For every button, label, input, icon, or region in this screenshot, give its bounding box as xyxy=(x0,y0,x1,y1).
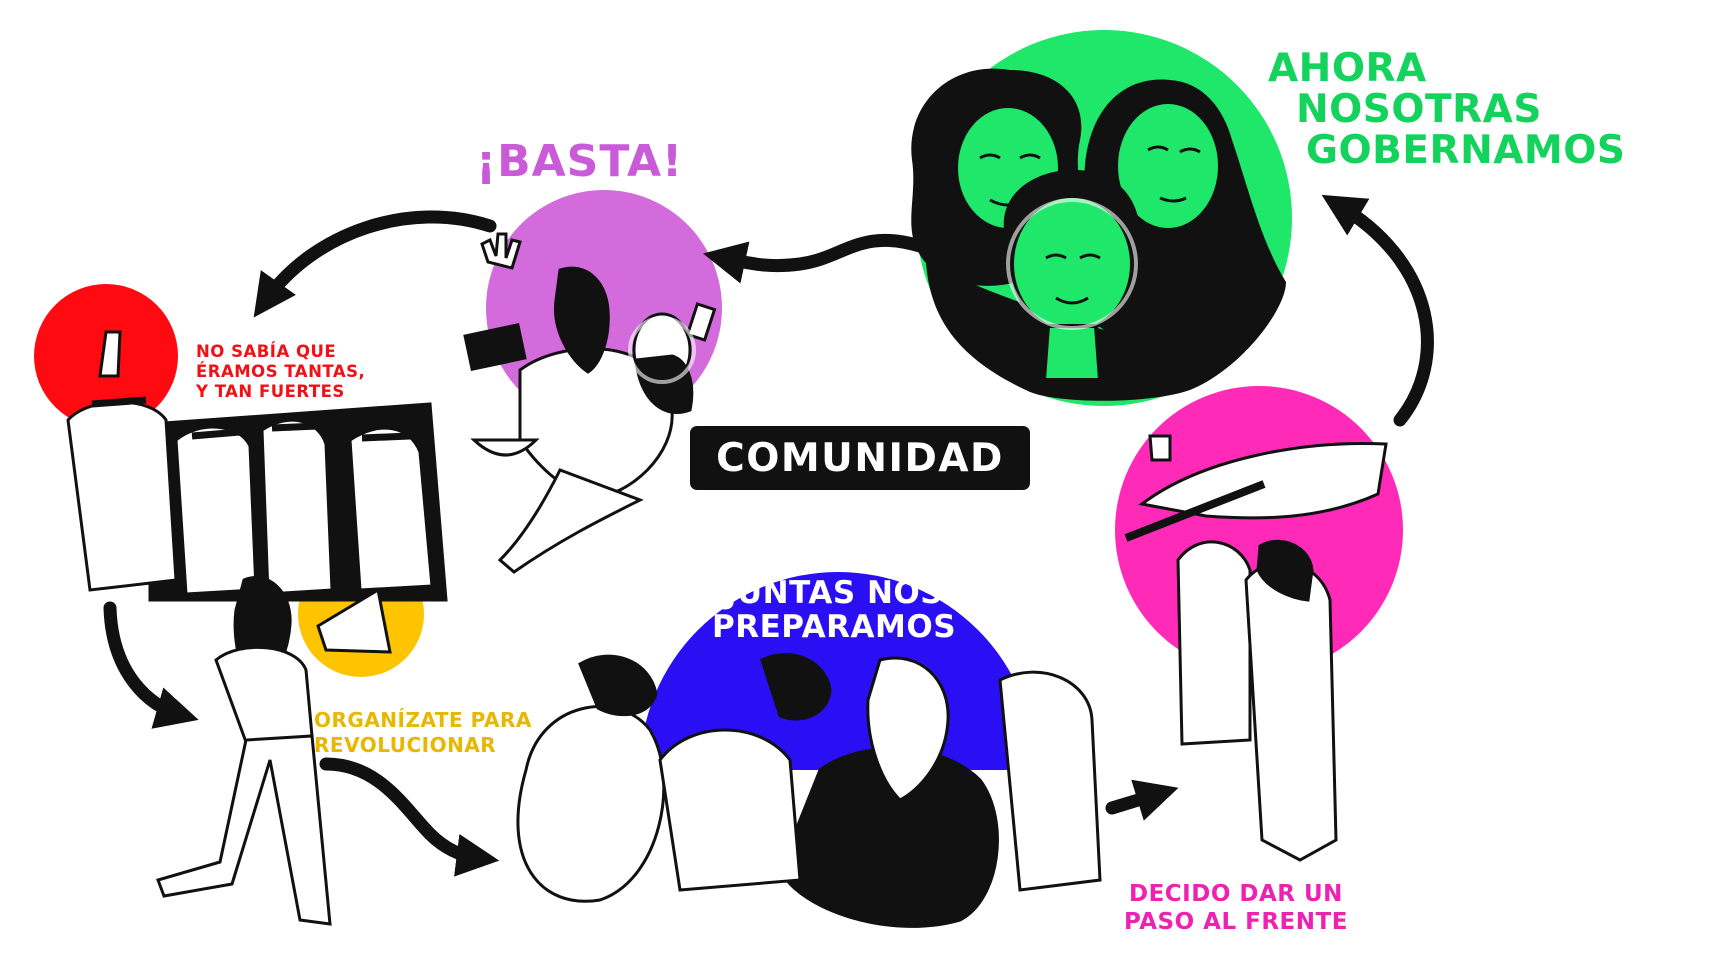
three-women-portrait xyxy=(911,68,1286,401)
arrow-organizate-to-juntas xyxy=(319,757,500,877)
label-juntas-line-1: JUNTAS NOS xyxy=(724,575,944,611)
phone-icon xyxy=(685,302,717,342)
sitting-group-illustration xyxy=(516,653,1102,928)
megaphone-icon xyxy=(316,587,392,654)
illustration-outlines xyxy=(628,198,1138,384)
label-juntas-line-2: PREPARAMOS xyxy=(712,609,957,645)
crowd-figure-2 xyxy=(174,425,258,596)
label-basta: ¡BASTA! xyxy=(476,140,683,184)
walking-woman-legs xyxy=(156,734,332,926)
facial-features xyxy=(979,145,1201,305)
cooking-pot-icon xyxy=(470,438,540,457)
walking-woman-torso xyxy=(214,645,314,744)
flag-cloth xyxy=(1138,442,1388,520)
basta-hair xyxy=(553,266,610,374)
label-gobernamos-line-1: AHORA xyxy=(1268,46,1427,91)
sitting-woman-center-hair xyxy=(866,656,950,802)
label-organizate-line-2: REVOLUCIONAR xyxy=(314,733,497,757)
label-nosabia-line-1: NO SABÍA QUE xyxy=(196,342,337,361)
sitting-woman-middle xyxy=(658,728,802,892)
laptop-icon xyxy=(463,322,527,372)
protest-crowd-illustration xyxy=(66,330,448,602)
raised-fist-icon xyxy=(98,330,122,378)
raised-fist-decido-icon xyxy=(1148,434,1172,462)
flag-protest-illustration xyxy=(1124,434,1388,862)
arrow-basta-to-nosabia xyxy=(253,210,497,318)
sitting-woman-left xyxy=(516,705,666,903)
crowd-figure-3 xyxy=(260,418,334,596)
neck-center-girl xyxy=(1041,324,1103,382)
sitting-woman-left-hair xyxy=(578,654,658,717)
label-nosabia-line-3: Y TAN FUERTES xyxy=(196,382,345,401)
label-organizate-line-1: ORGANÍZATE PARA xyxy=(314,708,532,732)
comunidad-label: COMUNIDAD xyxy=(716,435,1004,481)
arrow-decido-to-gobernamos xyxy=(1321,194,1434,427)
basta-baby-clothes xyxy=(634,354,694,414)
torso-group xyxy=(926,262,1286,401)
headband-line xyxy=(91,396,411,442)
comunidad-badge: COMUNIDAD xyxy=(690,426,1030,490)
label-gobernamos-line-3: GOBERNAMOS xyxy=(1306,128,1626,173)
label-juntas-nos-preparamos: JUNTAS NOS PREPARAMOS xyxy=(712,576,956,644)
label-decido-line-1: DECIDO DAR UN xyxy=(1128,881,1343,907)
sitting-woman-right xyxy=(998,670,1102,892)
arrow-nosabia-to-organizate xyxy=(103,601,199,729)
reclining-woman-legs xyxy=(497,468,644,574)
crowd-figure-1 xyxy=(66,400,178,592)
label-decido-dar-un-paso: DECIDO DAR UN PASO AL FRENTE xyxy=(1124,880,1348,936)
raised-hand-icon xyxy=(480,232,522,270)
flag-pole xyxy=(1124,480,1266,542)
megaphone-woman-illustration xyxy=(156,576,392,926)
cycle-arrows xyxy=(103,194,1434,877)
crowd-figure-4 xyxy=(348,426,434,592)
label-no-sabia-que: NO SABÍA QUE ÉRAMOS TANTAS, Y TAN FUERTE… xyxy=(196,342,365,402)
arrow-juntas-to-decido xyxy=(1105,779,1179,821)
label-nosabia-line-2: ÉRAMOS TANTAS, xyxy=(196,362,366,381)
label-ahora-nosotras-gobernamos: AHORA NOSOTRAS GOBERNAMOS xyxy=(1268,48,1625,171)
label-decido-line-2: PASO AL FRENTE xyxy=(1124,909,1348,935)
face-right-woman xyxy=(1114,100,1222,232)
label-gobernamos-line-2: NOSOTRAS xyxy=(1296,87,1542,132)
marcher-right xyxy=(1244,561,1338,862)
marcher-right-hair xyxy=(1256,539,1314,602)
arrow-gobernamos-to-basta xyxy=(703,233,927,284)
sitting-woman-middle-hair xyxy=(760,653,832,721)
label-organizate-para-revolucionar: ORGANÍZATE PARA REVOLUCIONAR xyxy=(314,708,532,758)
label-basta-line-1: ¡BASTA! xyxy=(476,136,684,187)
marcher-left xyxy=(1176,540,1252,746)
basta-illustration xyxy=(463,232,717,574)
